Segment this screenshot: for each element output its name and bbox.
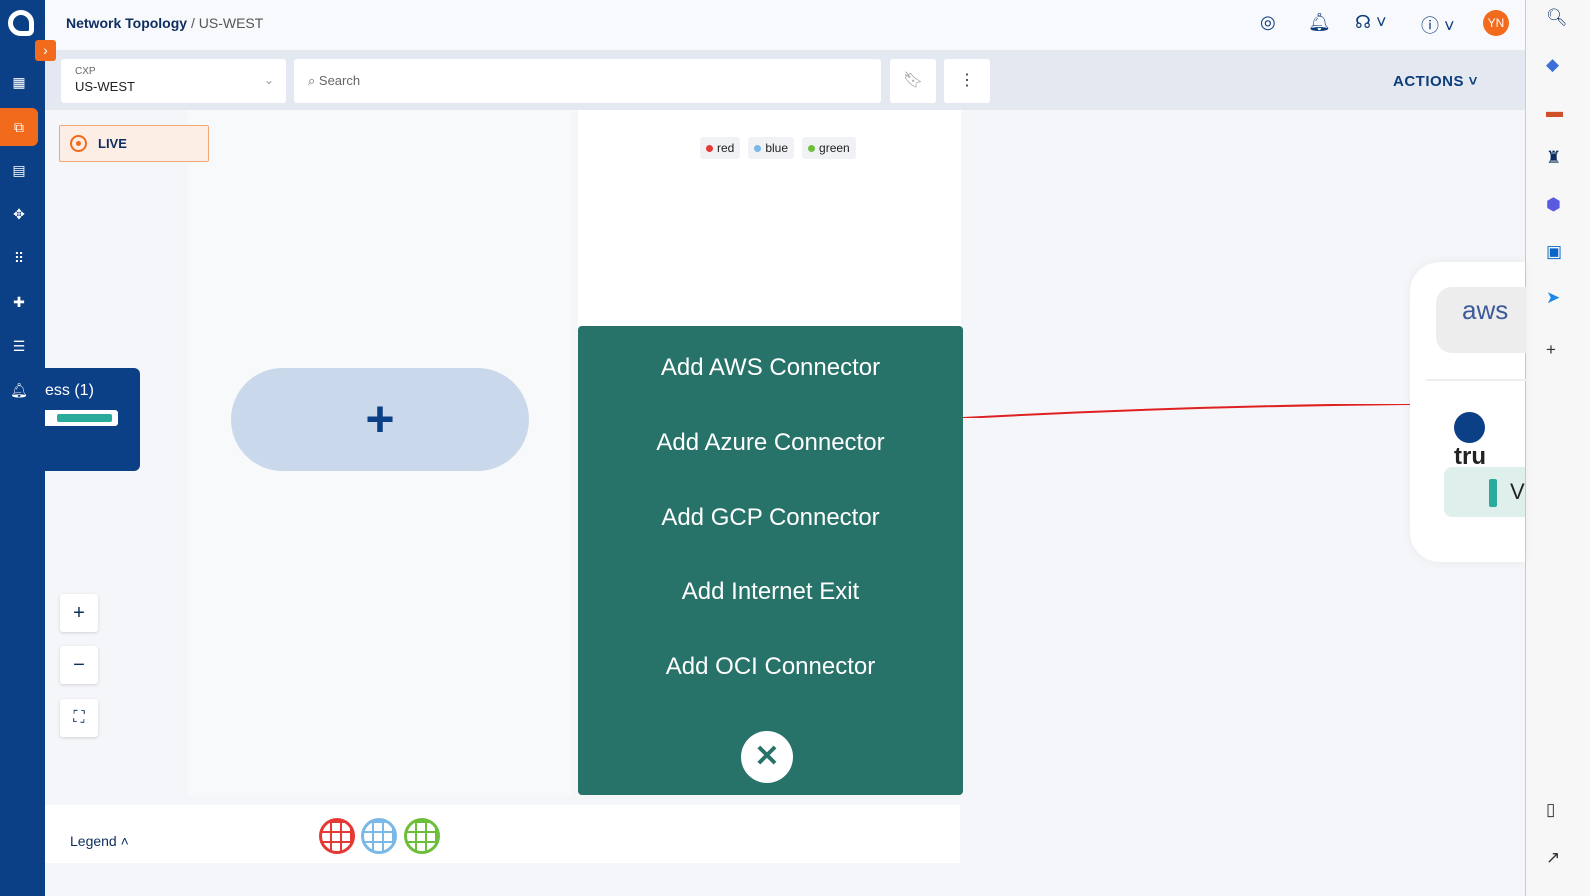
node-card[interactable]: ess (1) [45,368,140,471]
node-label: ess (1) [45,382,94,399]
toolbar: CXP US-WEST ⌄ ⌕ Search 🔖︎ ⋮ ACTIONS ˅ [45,50,1525,110]
sidebar-panel-icon[interactable]: ▯ [1546,800,1556,819]
breadcrumb-separator: / [190,15,195,31]
live-indicator[interactable]: LIVE [59,125,209,162]
close-icon: ✕ [754,740,780,773]
search-icon: ⌕ [308,73,319,88]
topology-icon[interactable]: ⧉ [0,108,38,146]
live-icon [70,135,87,152]
bookmark-icon: 🔖︎ [902,72,924,89]
tag-chip-red[interactable]: red [700,137,741,159]
external-link-icon[interactable]: ↗ [1546,848,1561,867]
add-icon[interactable]: + [1546,340,1556,359]
close-menu-button[interactable]: ✕ [741,731,793,783]
apps-grid-icon[interactable]: ⠿ [13,250,25,266]
add-oci-connector[interactable]: Add OCI Connector [665,653,876,680]
dashboard-icon[interactable]: ▦ [12,74,26,90]
expand-nav-button[interactable]: › [35,40,56,61]
search-icon[interactable]: 🔍︎ [1546,8,1568,27]
add-aws-connector[interactable]: Add AWS Connector [660,354,881,381]
user-avatar[interactable]: YN [1483,10,1509,36]
actions-menu-button[interactable]: ACTIONS ˅ [1393,73,1478,90]
breadcrumb-root[interactable]: Network Topology [66,15,188,31]
chess-icon[interactable]: ♜ [1546,148,1562,167]
globe-blue-icon [361,818,397,854]
add-node-button[interactable]: + [231,368,529,471]
globe-green-icon [404,818,440,854]
copilot-icon[interactable]: ⬢ [1546,195,1561,214]
cxp-select[interactable]: CXP US-WEST ⌄ [61,59,286,103]
globe-red-icon [319,818,355,854]
tag-chips: red blue green [700,137,856,159]
bell-icon[interactable]: 🔔︎ [10,382,28,398]
aws-logo: aws [1436,287,1526,353]
breadcrumb-current: US-WEST [198,15,264,31]
document-icon[interactable]: ▤ [12,162,26,178]
tag-icon[interactable]: ◆ [1546,55,1560,74]
help-icon[interactable]: ⓘ ˅ [1421,16,1455,36]
add-connector-menu: Add AWS Connector Add Azure Connector Ad… [578,326,963,795]
fit-view-button[interactable]: ⛶ [60,699,98,737]
chevron-up-icon: ˄ [120,833,129,849]
search-input[interactable]: ⌕ Search [294,59,881,103]
send-icon[interactable]: ➤ [1546,288,1561,307]
add-gcp-connector[interactable]: Add GCP Connector [661,504,880,531]
tag-label: green [819,141,850,155]
network-icon[interactable]: ✥ [13,206,25,222]
tag-label: red [717,141,735,155]
cxp-value: US-WEST [75,79,135,94]
provider-label: tru [1454,412,1525,471]
live-label: LIVE [98,136,127,151]
puzzle-icon[interactable]: ✚ [13,294,25,310]
left-nav: ▦ ⧉ ▤ ✥ ⠿ ✚ ☰ 🔔︎ [0,0,45,896]
actions-label: ACTIONS [1393,73,1464,90]
sliders-icon[interactable]: ☰ [12,338,26,354]
zoom-in-button[interactable]: + [60,594,98,632]
toolbox-icon[interactable]: ▬ [1546,102,1563,121]
legend-toggle[interactable]: Legend ˄ [70,833,129,849]
more-options-button[interactable]: ⋮ [944,59,990,103]
search-placeholder: Search [318,73,361,88]
app-logo [8,10,34,36]
add-internet-exit[interactable]: Add Internet Exit [681,578,860,605]
tag-label: blue [765,141,789,155]
more-vertical-icon: ⋮ [959,72,975,89]
legend-panel: Legend ˄ [45,805,960,863]
chevron-down-icon: ⌄ [263,73,274,87]
chevron-down-icon: ˅ [1468,73,1478,90]
header: Network Topology / US-WEST ◎ 🔔︎ ☊ ˅ ⓘ ˅ … [45,0,1525,50]
outlook-icon[interactable]: ▣ [1546,242,1563,261]
tag-chip-blue[interactable]: blue [748,137,795,159]
provider-icon [1454,412,1485,443]
globe-search-icon[interactable]: ◎ [1260,12,1276,32]
cxp-label: CXP [75,66,96,77]
status-tag: V [1444,467,1525,517]
support-headset-icon[interactable]: ☊ ˅ [1355,12,1387,32]
tag-chip-green[interactable]: green [802,137,856,159]
add-azure-connector[interactable]: Add Azure Connector [656,429,885,456]
zoom-out-button[interactable]: − [60,646,98,684]
aws-node-card[interactable]: aws tru V [1410,262,1526,562]
connection-line [963,404,1410,418]
browser-sidebar: 🔍︎ ◆ ▬ ♜ ⬢ ▣ ➤ + ▯ ↗ [1525,0,1590,896]
bookmark-button[interactable]: 🔖︎ [890,59,936,103]
node-status-bar [45,410,118,426]
notification-bell-icon[interactable]: 🔔︎ [1308,12,1331,32]
breadcrumb: Network Topology / US-WEST [66,15,263,31]
